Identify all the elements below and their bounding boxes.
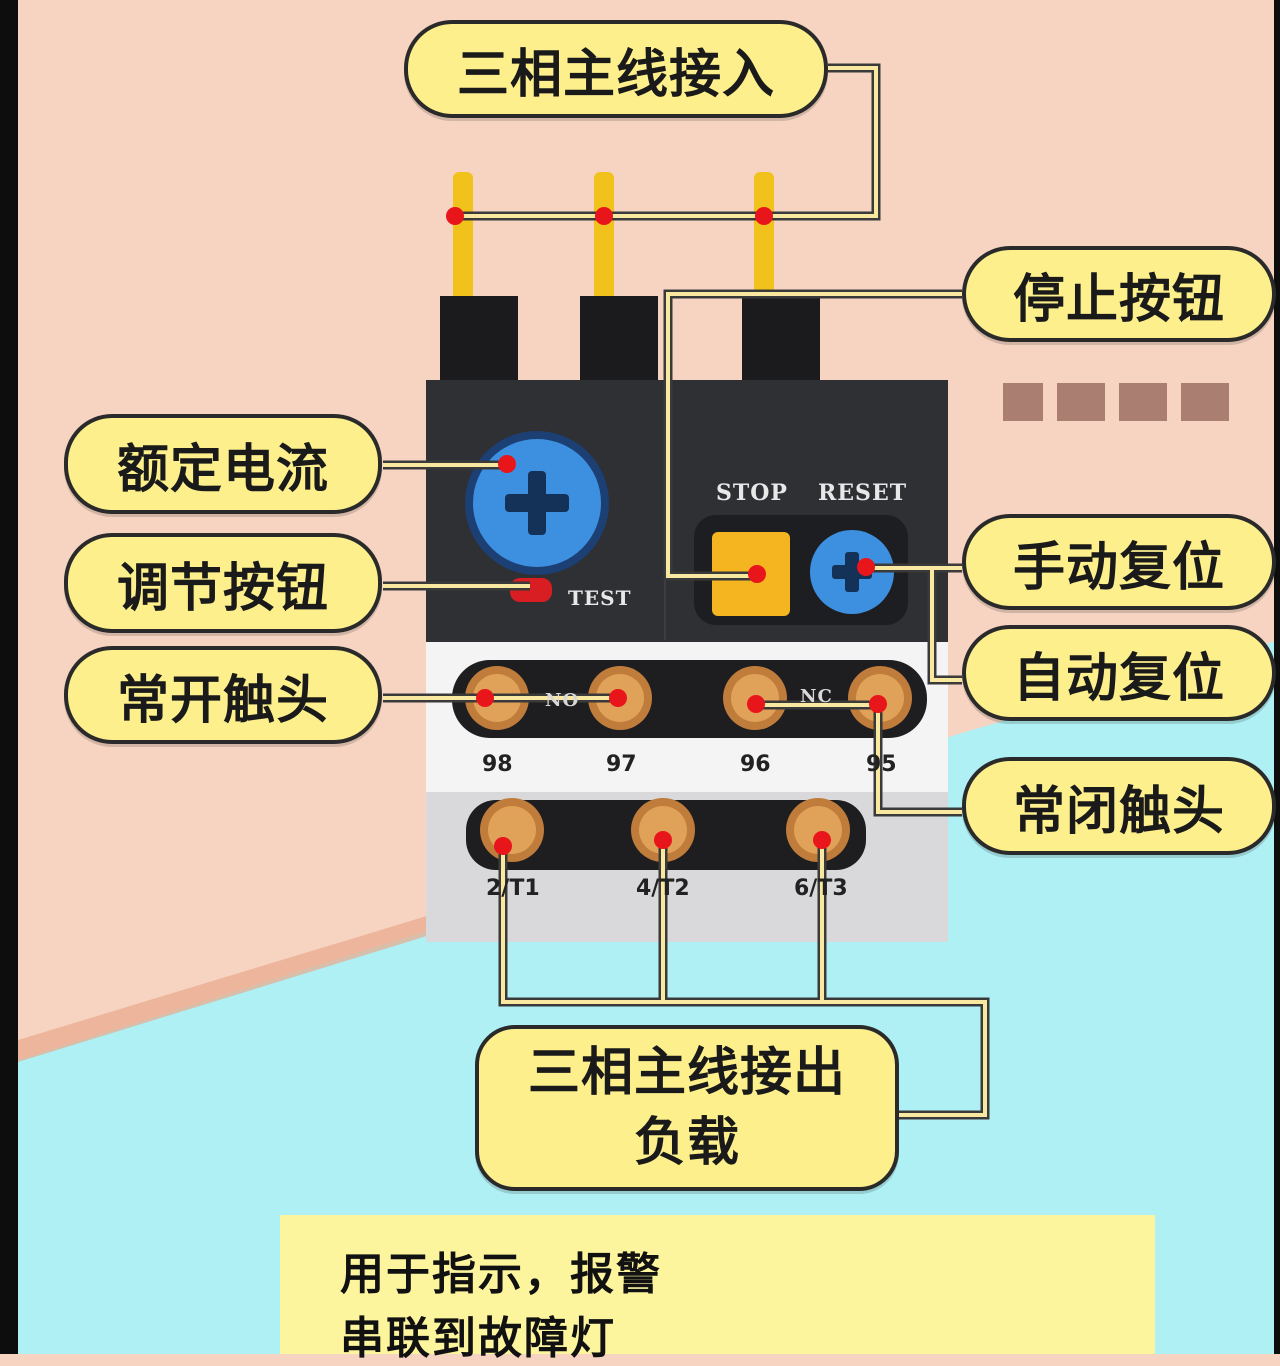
label-no-contact: 常开触头 xyxy=(64,646,382,744)
terminal-2-t1: 2/T1 xyxy=(486,876,540,901)
label-manual-reset: 手动复位 xyxy=(962,514,1276,610)
label-three-phase-in: 三相主线接入 xyxy=(404,20,828,118)
right-border xyxy=(1274,0,1280,1354)
terminal-96: 96 xyxy=(740,752,771,777)
terminal-98: 98 xyxy=(482,752,513,777)
label-stop-button: 停止按钮 xyxy=(962,246,1276,342)
label-three-phase-out-line2: 负载 xyxy=(633,1113,740,1173)
note-line-2: 串联到故障灯 xyxy=(340,1313,616,1364)
label-rated-current: 额定电流 xyxy=(64,414,382,514)
label-three-phase-out-line1: 三相主线接出 xyxy=(527,1043,846,1103)
label-three-phase-out: 三相主线接出 负载 xyxy=(475,1025,899,1191)
terminal-6-t3: 6/T3 xyxy=(794,876,848,901)
nc-text: NC xyxy=(800,686,833,707)
label-adjust-button: 调节按钮 xyxy=(64,533,382,633)
brand-logo xyxy=(1003,380,1233,424)
main-screws xyxy=(480,798,850,862)
aux-contact-strip xyxy=(452,660,927,738)
label-nc-contact: 常闭触头 xyxy=(962,757,1276,855)
background-shadow-band xyxy=(18,915,430,1062)
stop-text: STOP xyxy=(716,480,788,506)
input-terminal-blocks xyxy=(440,296,820,386)
note-line-1: 用于指示，报警 xyxy=(340,1249,662,1300)
no-text: NO xyxy=(545,690,580,711)
label-auto-reset: 自动复位 xyxy=(962,625,1276,721)
terminal-97: 97 xyxy=(606,752,637,777)
connection-markers xyxy=(446,207,887,855)
incoming-wires xyxy=(453,172,774,300)
left-border xyxy=(0,0,18,1354)
terminal-4-t2: 4/T2 xyxy=(636,876,690,901)
terminal-95: 95 xyxy=(866,752,897,777)
note-box xyxy=(280,1215,1155,1354)
test-text: TEST xyxy=(568,586,632,610)
reset-text: RESET xyxy=(818,480,908,506)
leader-wires xyxy=(383,63,990,1120)
